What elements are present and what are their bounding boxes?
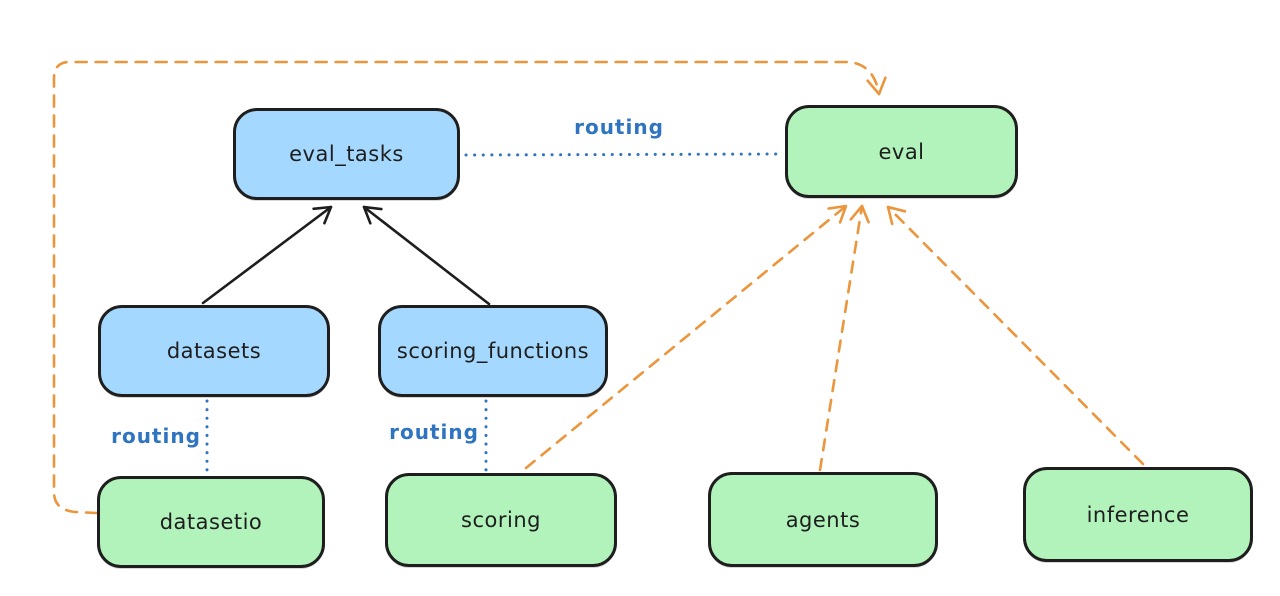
node-scoring-label: scoring	[461, 508, 541, 532]
node-datasetio-label: datasetio	[159, 510, 263, 534]
node-inference-label: inference	[1086, 502, 1190, 527]
node-agents: agents	[708, 472, 938, 567]
node-scoring-functions-label: scoring_functions	[396, 339, 590, 363]
edge-inference-to-eval-dashed-arrow	[886, 205, 1145, 466]
edge-scoring-to-eval-dashed-arrow	[524, 204, 848, 470]
node-scoring: scoring	[385, 473, 617, 567]
edge-datasets-to-eval-tasks-arrow	[201, 205, 333, 305]
node-eval: eval	[785, 105, 1018, 198]
node-datasets-label: datasets	[166, 339, 262, 363]
node-eval-tasks-label: eval_tasks	[289, 142, 404, 166]
node-eval-label: eval	[878, 139, 925, 164]
node-inference: inference	[1023, 467, 1253, 562]
node-datasetio: datasetio	[97, 476, 325, 568]
edge-label-routing-eval-tasks-eval: routing	[574, 115, 664, 139]
edge-datasetio-to-eval-dashed-arrow	[52, 60, 887, 515]
node-eval-tasks: eval_tasks	[233, 108, 460, 200]
node-datasets: datasets	[98, 305, 330, 397]
node-scoring-functions: scoring_functions	[378, 305, 608, 397]
node-agents-label: agents	[785, 507, 861, 532]
edge-scoring-functions-to-eval-tasks-arrow	[362, 205, 491, 306]
edge-agents-to-eval-dashed-arrow	[818, 204, 870, 472]
edge-eval-tasks-to-eval-dotted	[464, 152, 785, 157]
edge-label-routing-datasets-datasetio: routing	[111, 424, 201, 448]
edge-label-routing-scoring-functions-scoring: routing	[389, 420, 479, 444]
